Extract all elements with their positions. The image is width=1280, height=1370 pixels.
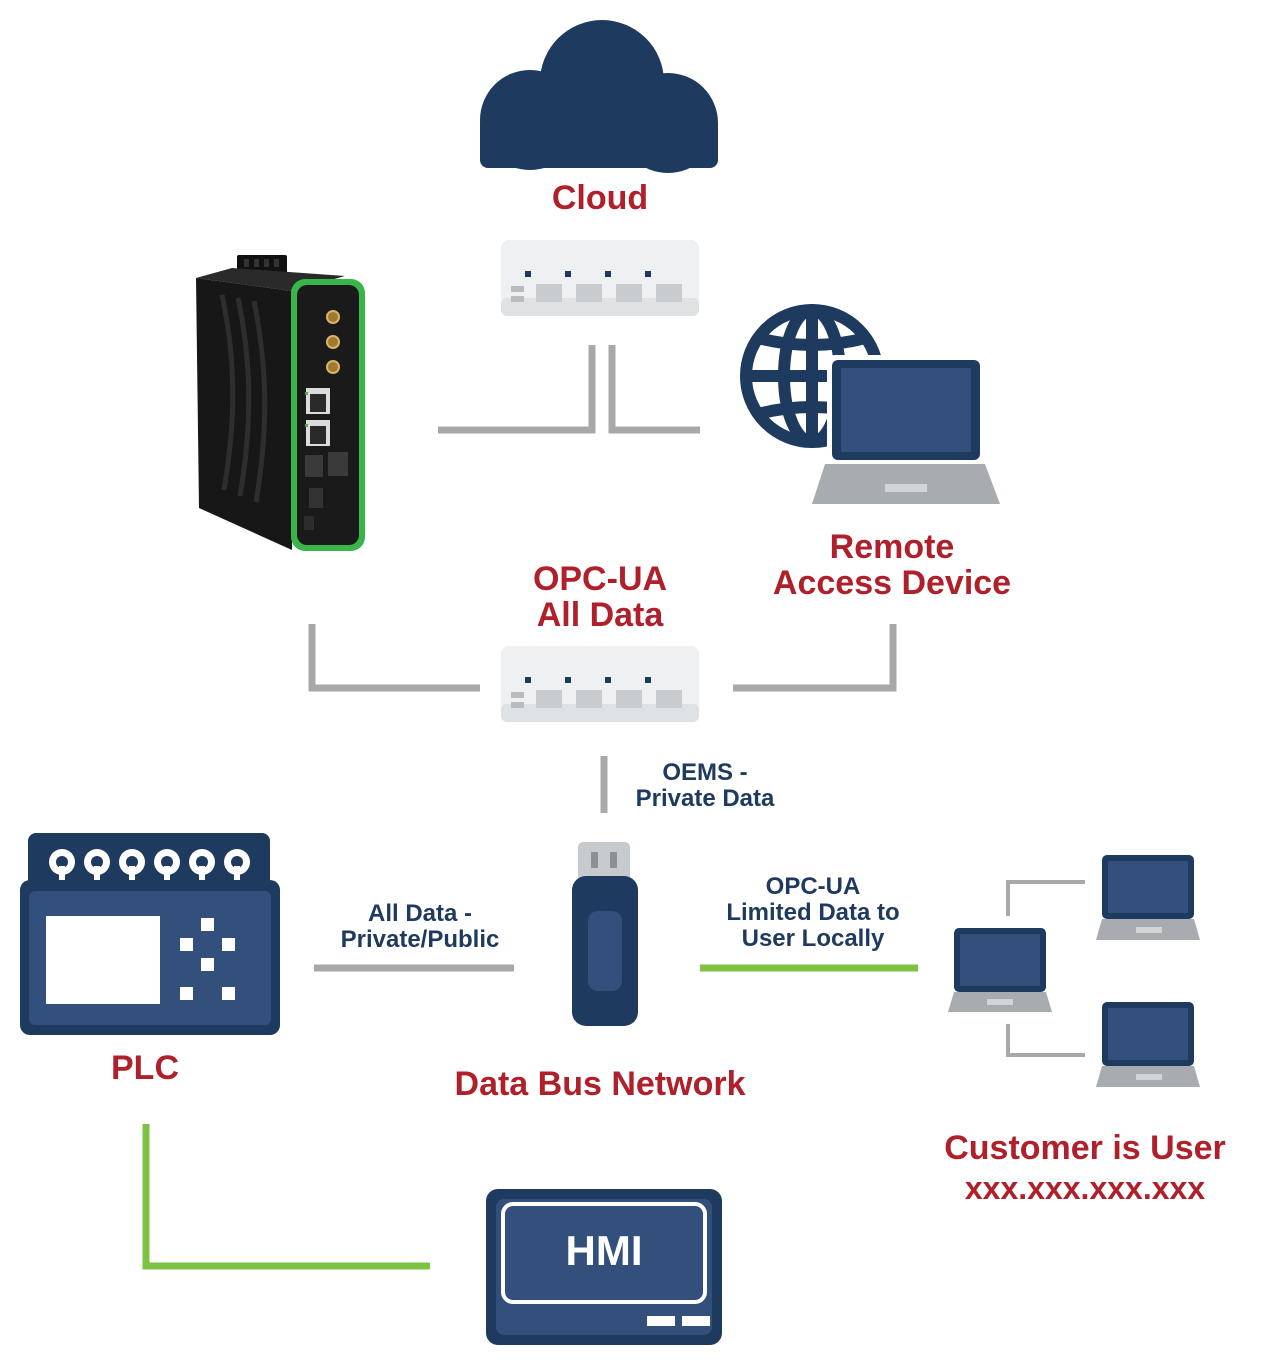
bus-label: Data Bus Network — [454, 1065, 746, 1103]
laptop-icon — [812, 355, 1000, 504]
opcua-label-line1: OPC-UA — [532, 560, 668, 598]
laptop-icon — [948, 928, 1052, 1012]
network-switch-middle-icon — [501, 646, 699, 722]
opcua-label-line2: All Data — [536, 596, 664, 634]
oems-label-line2: Private Data — [635, 785, 775, 812]
hmi-label: HMI — [566, 1227, 643, 1274]
connector-remote-to-top-switch — [608, 345, 700, 434]
limited-label-line1: OPC-UA — [765, 873, 861, 900]
cloud-label: Cloud — [551, 179, 649, 217]
network-switch-top-icon — [501, 240, 699, 316]
connector-gateway-to-top-switch — [438, 345, 596, 434]
limited-label-line3: User Locally — [741, 925, 885, 952]
customer-label-line2: xxx.xxx.xxx.xxx — [964, 1170, 1206, 1206]
hmi-icon: HMI — [486, 1189, 722, 1345]
customer-label-line1: Customer is User — [944, 1129, 1226, 1167]
gateway-device-icon — [196, 255, 365, 551]
connector-customer-laptop-bottom — [1006, 1024, 1085, 1057]
connector-remote-to-mid-switch — [733, 624, 897, 692]
data-bus-usb-icon — [572, 842, 638, 1026]
plc-label: PLC — [111, 1049, 179, 1087]
remote-label-line1: Remote — [829, 528, 955, 566]
limited-label-line2: Limited Data to — [726, 899, 900, 926]
remote-label-line2: Access Device — [772, 564, 1012, 602]
laptop-icon — [1096, 855, 1200, 940]
alldata-label-line1: All Data - — [367, 900, 472, 927]
remote-access-icon — [740, 304, 1000, 504]
alldata-label-line2: Private/Public — [340, 926, 500, 953]
customer-lan-lines — [1006, 880, 1085, 1057]
oems-label-line1: OEMS - — [662, 759, 748, 786]
plc-icon — [20, 833, 280, 1035]
connector-plc-to-hmi — [142, 1124, 430, 1270]
connector-customer-laptop-top — [1006, 880, 1085, 916]
connector-gateway-to-mid-switch — [308, 624, 480, 692]
customer-laptops-icon — [948, 855, 1200, 1087]
laptop-icon — [1096, 1002, 1200, 1087]
connector-lines — [142, 345, 918, 1270]
cloud-icon — [480, 20, 718, 173]
